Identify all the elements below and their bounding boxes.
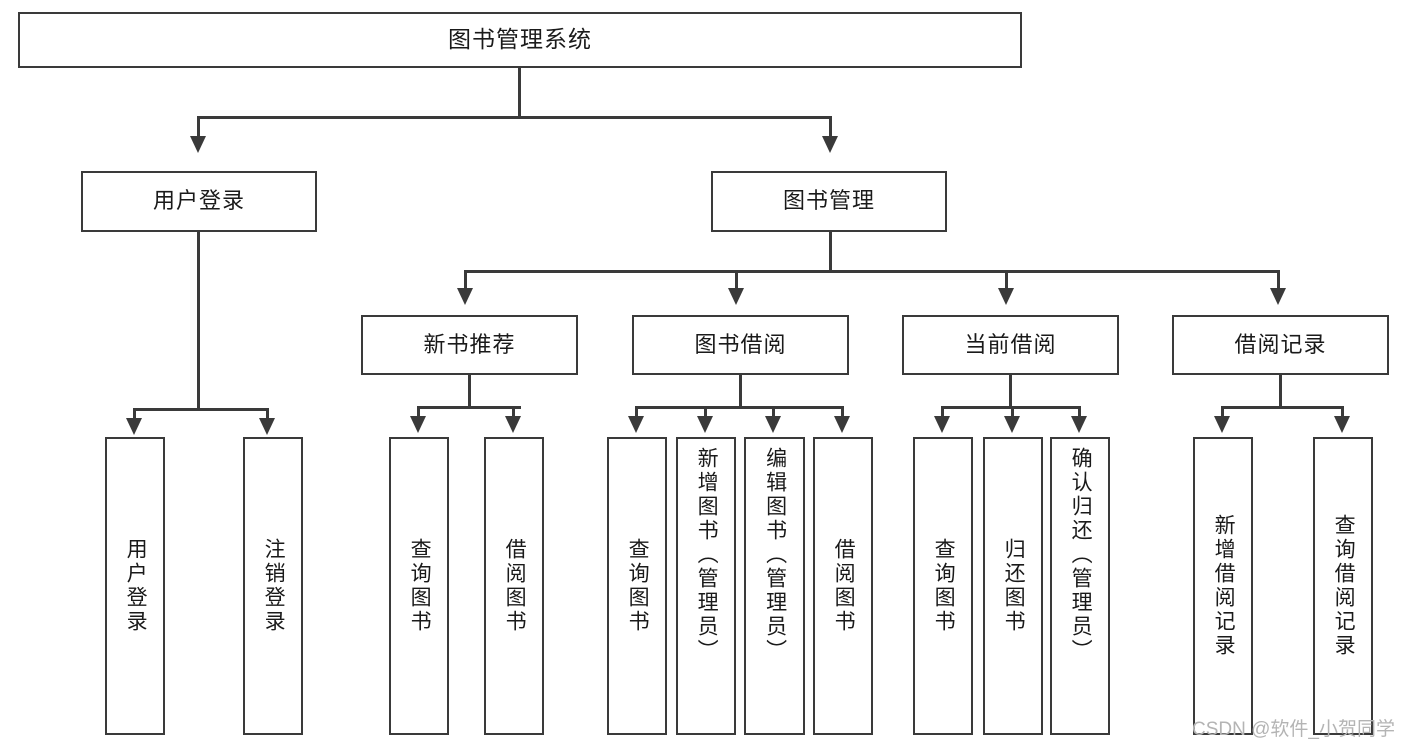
- node-leaf-query-book-1-label: 查询图书: [408, 538, 432, 634]
- node-leaf-add-book-label: 新增图书（管理员）: [695, 447, 719, 663]
- node-current-borrow-label: 当前借阅: [964, 331, 1057, 357]
- connector-book-borrow-bus: [635, 406, 843, 409]
- node-book-borrow[interactable]: 图书借阅: [632, 315, 849, 375]
- arrowhead-leaf-return-book: [1004, 416, 1020, 433]
- connector-bm-to-new-book: [464, 270, 467, 290]
- arrowhead-leaf-user-logout: [259, 418, 275, 435]
- connector-new-book-to-q1: [417, 406, 420, 418]
- connector-current-borrow-stem: [1009, 375, 1012, 408]
- node-leaf-user-logout-label: 注销登录: [262, 538, 286, 634]
- connector-br-to-add-record: [1221, 406, 1224, 418]
- node-user-login-label: 用户登录: [152, 188, 245, 214]
- connector-bm-to-borrow-record: [1277, 270, 1280, 290]
- node-leaf-return-book-label: 归还图书: [1002, 538, 1026, 634]
- connector-bb-to-q2: [635, 406, 638, 418]
- arrowhead-leaf-query-book-2: [628, 416, 644, 433]
- node-new-book-recommend-label: 新书推荐: [423, 331, 516, 357]
- node-leaf-edit-book-label: 编辑图书（管理员）: [763, 447, 787, 663]
- node-leaf-confirm-return[interactable]: 确认归还（管理员）: [1050, 437, 1110, 735]
- arrowhead-user-login: [190, 136, 206, 153]
- node-book-management-label: 图书管理: [782, 188, 875, 214]
- connector-bb-to-edit: [772, 406, 775, 418]
- connector-bm-to-current-borrow: [1005, 270, 1008, 290]
- node-new-book-recommend[interactable]: 新书推荐: [361, 315, 578, 375]
- arrowhead-borrow-record: [1270, 288, 1286, 305]
- node-borrow-record[interactable]: 借阅记录: [1172, 315, 1389, 375]
- connector-book-management-bus: [464, 270, 1280, 273]
- node-leaf-query-book-3[interactable]: 查询图书: [913, 437, 973, 735]
- node-leaf-edit-book[interactable]: 编辑图书（管理员）: [744, 437, 805, 735]
- node-root[interactable]: 图书管理系统: [18, 12, 1022, 68]
- connector-new-book-stem: [468, 375, 471, 408]
- connector-root-stem: [518, 68, 521, 116]
- node-book-management[interactable]: 图书管理: [711, 171, 947, 232]
- arrowhead-leaf-borrow-book-2: [834, 416, 850, 433]
- connector-current-borrow-bus: [941, 406, 1079, 409]
- arrowhead-leaf-query-book-1: [410, 416, 426, 433]
- node-leaf-user-login-label: 用户登录: [124, 538, 148, 634]
- node-user-login[interactable]: 用户登录: [81, 171, 317, 232]
- connector-cb-to-confirm: [1078, 406, 1081, 418]
- node-leaf-query-record[interactable]: 查询借阅记录: [1313, 437, 1373, 735]
- arrowhead-new-book-recommend: [457, 288, 473, 305]
- connector-new-book-bus: [417, 406, 521, 409]
- connector-br-to-query-record: [1341, 406, 1344, 418]
- connector-bb-to-b2: [841, 406, 844, 418]
- node-leaf-add-record[interactable]: 新增借阅记录: [1193, 437, 1253, 735]
- arrowhead-leaf-query-book-3: [934, 416, 950, 433]
- arrowhead-leaf-user-login: [126, 418, 142, 435]
- connector-cb-to-q3: [941, 406, 944, 418]
- node-leaf-query-record-label: 查询借阅记录: [1332, 514, 1356, 658]
- node-leaf-query-book-2[interactable]: 查询图书: [607, 437, 667, 735]
- node-leaf-add-record-label: 新增借阅记录: [1212, 514, 1236, 658]
- connector-borrow-record-stem: [1279, 375, 1282, 408]
- node-leaf-query-book-1[interactable]: 查询图书: [389, 437, 449, 735]
- arrowhead-leaf-add-record: [1214, 416, 1230, 433]
- connector-root-bus: [197, 116, 832, 119]
- connector-user-login-to-leaf-login: [133, 408, 136, 420]
- arrowhead-book-management: [822, 136, 838, 153]
- node-leaf-query-book-2-label: 查询图书: [626, 538, 650, 634]
- node-leaf-borrow-book-2-label: 借阅图书: [832, 538, 856, 634]
- watermark-text: CSDN @软件_小贺同学: [1192, 719, 1395, 740]
- arrowhead-current-borrow: [998, 288, 1014, 305]
- connector-book-borrow-stem: [739, 375, 742, 408]
- node-current-borrow[interactable]: 当前借阅: [902, 315, 1119, 375]
- node-leaf-borrow-book-2[interactable]: 借阅图书: [813, 437, 873, 735]
- arrowhead-leaf-edit-book: [765, 416, 781, 433]
- node-leaf-borrow-book-1[interactable]: 借阅图书: [484, 437, 544, 735]
- connector-borrow-record-bus: [1221, 406, 1341, 409]
- connector-new-book-to-b1: [512, 406, 515, 418]
- arrowhead-leaf-confirm-return: [1071, 416, 1087, 433]
- connector-bm-to-book-borrow: [735, 270, 738, 290]
- connector-book-management-stem: [829, 232, 832, 272]
- arrowhead-leaf-add-book: [697, 416, 713, 433]
- node-leaf-return-book[interactable]: 归还图书: [983, 437, 1043, 735]
- node-leaf-confirm-return-label: 确认归还（管理员）: [1069, 447, 1093, 663]
- node-leaf-add-book[interactable]: 新增图书（管理员）: [676, 437, 736, 735]
- connector-bb-to-add: [704, 406, 707, 418]
- node-leaf-user-login[interactable]: 用户登录: [105, 437, 165, 735]
- connector-user-login-bus: [133, 408, 269, 411]
- node-leaf-borrow-book-1-label: 借阅图书: [503, 538, 527, 634]
- connector-root-to-book-management: [829, 116, 832, 138]
- connector-cb-to-return: [1011, 406, 1014, 418]
- node-leaf-query-book-3-label: 查询图书: [932, 538, 956, 634]
- arrowhead-leaf-query-record: [1334, 416, 1350, 433]
- node-borrow-record-label: 借阅记录: [1234, 331, 1327, 357]
- arrowhead-book-borrow: [728, 288, 744, 305]
- node-root-label: 图书管理系统: [448, 26, 592, 53]
- arrowhead-leaf-borrow-book-1: [505, 416, 521, 433]
- node-leaf-user-logout[interactable]: 注销登录: [243, 437, 303, 735]
- connector-user-login-stem: [197, 232, 200, 410]
- connector-user-login-to-leaf-logout: [266, 408, 269, 420]
- node-book-borrow-label: 图书借阅: [694, 331, 787, 357]
- connector-root-to-user-login: [197, 116, 200, 138]
